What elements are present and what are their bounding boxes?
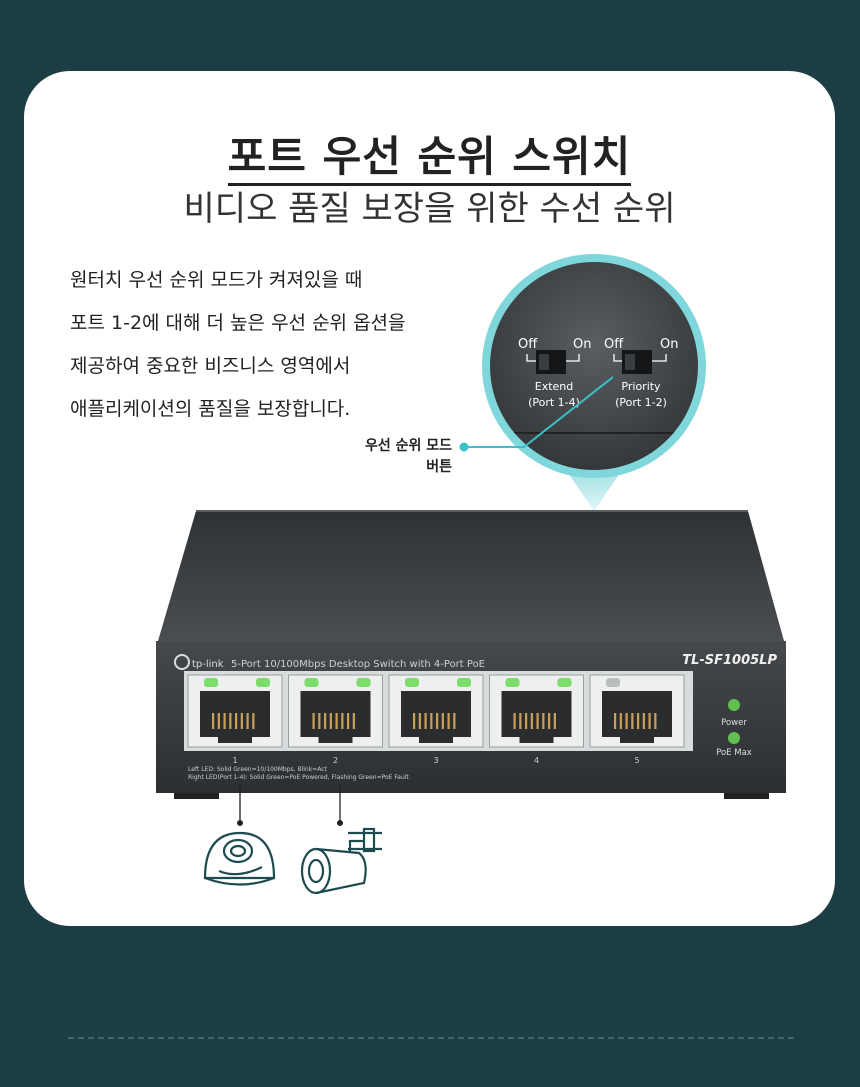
port-number-1: 1	[232, 756, 237, 765]
switch-top	[158, 511, 784, 641]
switch-off-label: Off	[604, 337, 624, 352]
brand-logo: tp-link	[174, 654, 224, 670]
port-led	[256, 678, 270, 687]
bullet-camera-icon	[300, 827, 382, 895]
port-numbers: 1 2 3 4 5	[232, 756, 639, 765]
priority-switch-panel: Off On Extend (Port 1-4) Off On Priority…	[494, 337, 698, 434]
port-number-3: 3	[433, 756, 438, 765]
device-model: TL-SF1005LP	[682, 653, 777, 668]
page-subtitle: 비디오 품질 보장을 위한 수선 순위	[183, 189, 676, 229]
power-led	[728, 699, 740, 711]
feature-description: 원터치 우선 순위 모드가 켜져있을 때 포트 1-2에 대해 더 높은 우선 …	[70, 259, 490, 431]
left-led-note: Left LED: Solid Green=10/100Mbps, Blink=…	[188, 766, 328, 773]
svg-text:tp-link: tp-link	[192, 659, 224, 670]
footer-divider	[68, 1037, 794, 1039]
port-led	[505, 678, 520, 687]
port-led	[606, 678, 620, 687]
description-line: 애플리케이션의 품질을 보장합니다.	[70, 398, 351, 420]
ethernet-ports	[187, 674, 685, 748]
port-led	[457, 678, 471, 687]
callout-leader	[464, 376, 614, 448]
ethernet-port-2[interactable]	[288, 674, 383, 748]
port-led	[557, 678, 572, 687]
right-led-note: Right LED(Port 1-4): Solid Green=PoE Pow…	[188, 774, 409, 781]
port-led	[304, 678, 319, 687]
priority-mode-callout: 우선 순위 모드 버튼	[364, 438, 452, 475]
port-led	[405, 678, 419, 687]
ethernet-port-5[interactable]	[589, 674, 685, 748]
ethernet-port-1[interactable]	[187, 674, 283, 748]
poe-max-led	[728, 732, 740, 744]
description-line: 원터치 우선 순위 모드가 켜져있을 때	[70, 269, 363, 291]
switch-on-label: On	[573, 337, 591, 352]
power-label: Power	[721, 718, 747, 728]
port-number-4: 4	[534, 756, 539, 765]
port-led	[356, 678, 371, 687]
ethernet-port-3[interactable]	[388, 674, 484, 748]
extend-label: Extend	[535, 380, 574, 393]
zoom-circle	[490, 262, 698, 470]
switch-on-label: On	[660, 337, 678, 352]
feature-card: 포트 우선 순위 스위치 비디오 품질 보장을 위한 수선 순위 원터치 우선 …	[24, 71, 835, 926]
callout-dot	[459, 442, 469, 452]
switch-off-label: Off	[518, 337, 538, 352]
description-line: 포트 1-2에 대해 더 높은 우선 순위 옵션을	[70, 312, 406, 334]
ethernet-port-4[interactable]	[489, 674, 584, 748]
port-led	[204, 678, 218, 687]
priority-ports-label: (Port 1-2)	[615, 396, 667, 409]
device-description: 5-Port 10/100Mbps Desktop Switch with 4-…	[231, 659, 485, 670]
priority-label: Priority	[621, 380, 661, 393]
poe-max-label: PoE Max	[716, 748, 752, 758]
port-number-2: 2	[333, 756, 338, 765]
dome-camera-icon	[203, 831, 276, 886]
page-title: 포트 우선 순위 스위치	[24, 123, 835, 186]
port-number-5: 5	[634, 756, 639, 765]
extend-ports-label: (Port 1-4)	[528, 396, 580, 409]
description-line: 제공하여 중요한 비즈니스 영역에서	[70, 355, 351, 377]
switch-illustration: Off On Extend (Port 1-4) Off On Priority…	[156, 254, 786, 895]
